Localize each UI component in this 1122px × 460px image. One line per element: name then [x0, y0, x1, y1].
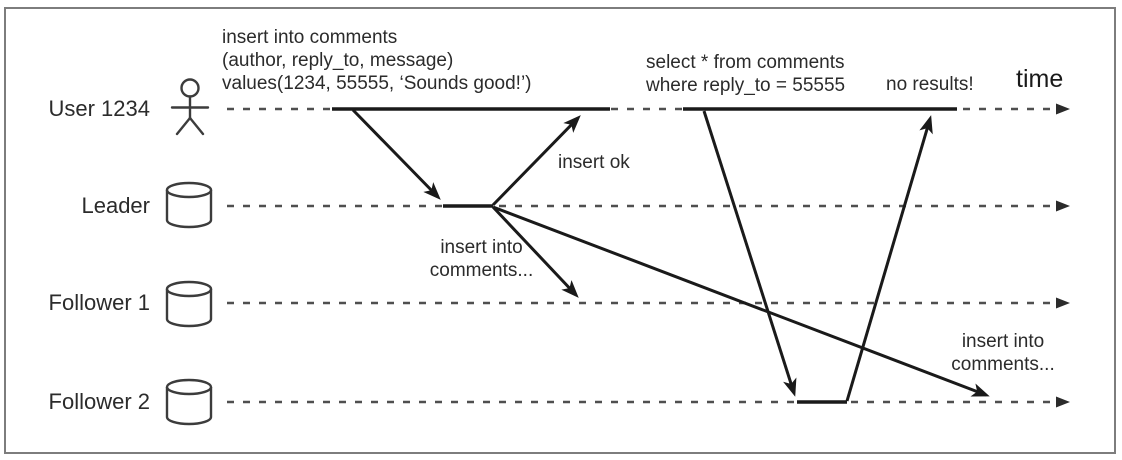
database-cylinder-icon — [165, 378, 213, 426]
annotation-select-query: select * from comments where reply_to = … — [646, 52, 846, 96]
arrow-replicate-leader-to-follower1 — [491, 205, 579, 298]
actor-label-user: User 1234 — [48, 96, 150, 121]
database-cylinder-icon — [165, 181, 213, 229]
person-icon — [170, 78, 210, 136]
annotation-insert-into-comments-right: insert into comments... — [951, 331, 1055, 375]
arrow-select-user-to-follower2 — [702, 110, 797, 397]
lifeline-leader-arrowhead-icon — [1056, 200, 1070, 212]
actor-label-follower2: Follower 2 — [48, 389, 150, 414]
actor-label-leader: Leader — [81, 193, 150, 218]
time-axis-label: time — [1016, 65, 1064, 93]
diagram-border — [4, 7, 1116, 454]
database-cylinder-icon — [165, 280, 213, 328]
annotation-no-results: no results! — [886, 74, 974, 95]
arrow-insert-user-to-leader — [351, 108, 441, 200]
lifeline-follower2-arrowhead-icon — [1056, 396, 1070, 408]
arrow-no-results-follower2-to-user — [845, 115, 933, 402]
arrow-insert-ok-leader-to-user — [491, 115, 581, 207]
annotation-insert-into-comments-left: insert into comments... — [429, 237, 534, 281]
lifeline-follower1-arrowhead-icon — [1056, 297, 1070, 309]
arrow-replicate-leader-to-follower2 — [492, 205, 990, 397]
actor-label-follower1: Follower 1 — [48, 290, 150, 315]
annotation-insert-query: insert into comments (author, reply_to, … — [222, 27, 532, 94]
lifeline-user-arrowhead-icon — [1056, 103, 1070, 115]
annotation-insert-ok: insert ok — [558, 152, 630, 173]
